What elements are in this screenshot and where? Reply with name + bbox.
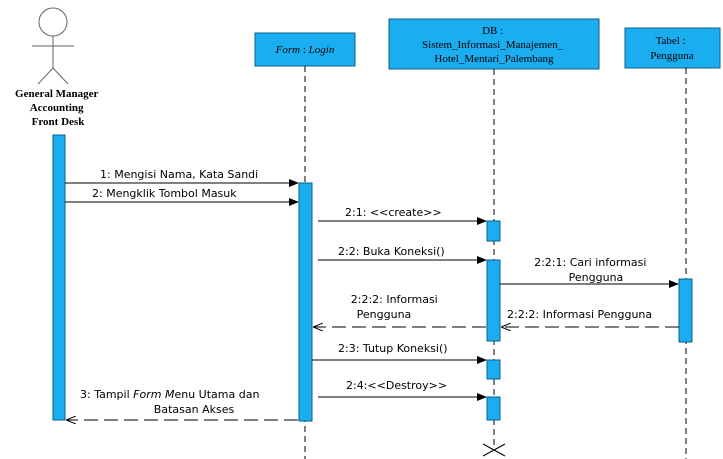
message-3-label-line1: 3: Tampil Form Menu Utama dan bbox=[80, 388, 259, 401]
message-2-1-label: 2:1: <<create>> bbox=[345, 206, 442, 219]
message-3-label-line2: Batasan Akses bbox=[154, 403, 235, 416]
db-activation-create bbox=[486, 220, 501, 242]
message-1-label: 1: Mengisi Nama, Kata Sandi bbox=[100, 168, 258, 181]
db-activation-destroy bbox=[486, 396, 501, 421]
db-activation-close bbox=[486, 359, 501, 380]
destroy-marker bbox=[482, 443, 506, 457]
tabel-activation bbox=[678, 278, 693, 343]
lifeline-db-box bbox=[388, 18, 600, 70]
lifeline-form-login-label: Form : Login bbox=[275, 44, 335, 56]
message-2-2-2-return-form-label: 2:2:2: Informasi Pengguna bbox=[351, 293, 442, 321]
actor-activation bbox=[52, 134, 66, 421]
form-activation bbox=[298, 182, 313, 422]
message-2-3-label: 2:3: Tutup Koneksi() bbox=[338, 342, 448, 355]
actor-label: General Manager Accounting Front Desk bbox=[15, 88, 101, 128]
actor-figure bbox=[32, 7, 74, 85]
message-2-2-label: 2:2: Buka Koneksi() bbox=[338, 245, 445, 258]
message-2-2-2-return-db-label: 2:2:2: Informasi Pengguna bbox=[507, 308, 652, 321]
lifeline-tabel-box bbox=[624, 27, 721, 69]
db-activation-connection bbox=[486, 259, 501, 342]
message-2-2-1-label: 2:2:1: Cari informasi Pengguna bbox=[534, 256, 650, 284]
lifeline-db-label: DB : Sistem_Informasi_Manajemen_ Hotel_M… bbox=[422, 25, 566, 65]
message-2-4-label: 2:4:<<Destroy>> bbox=[346, 379, 447, 392]
message-2-label: 2: Mengklik Tombol Masuk bbox=[92, 187, 237, 200]
lifeline-form-login-box bbox=[254, 32, 356, 67]
lifeline-tabel-label: Tabel : Pengguna bbox=[650, 35, 694, 62]
